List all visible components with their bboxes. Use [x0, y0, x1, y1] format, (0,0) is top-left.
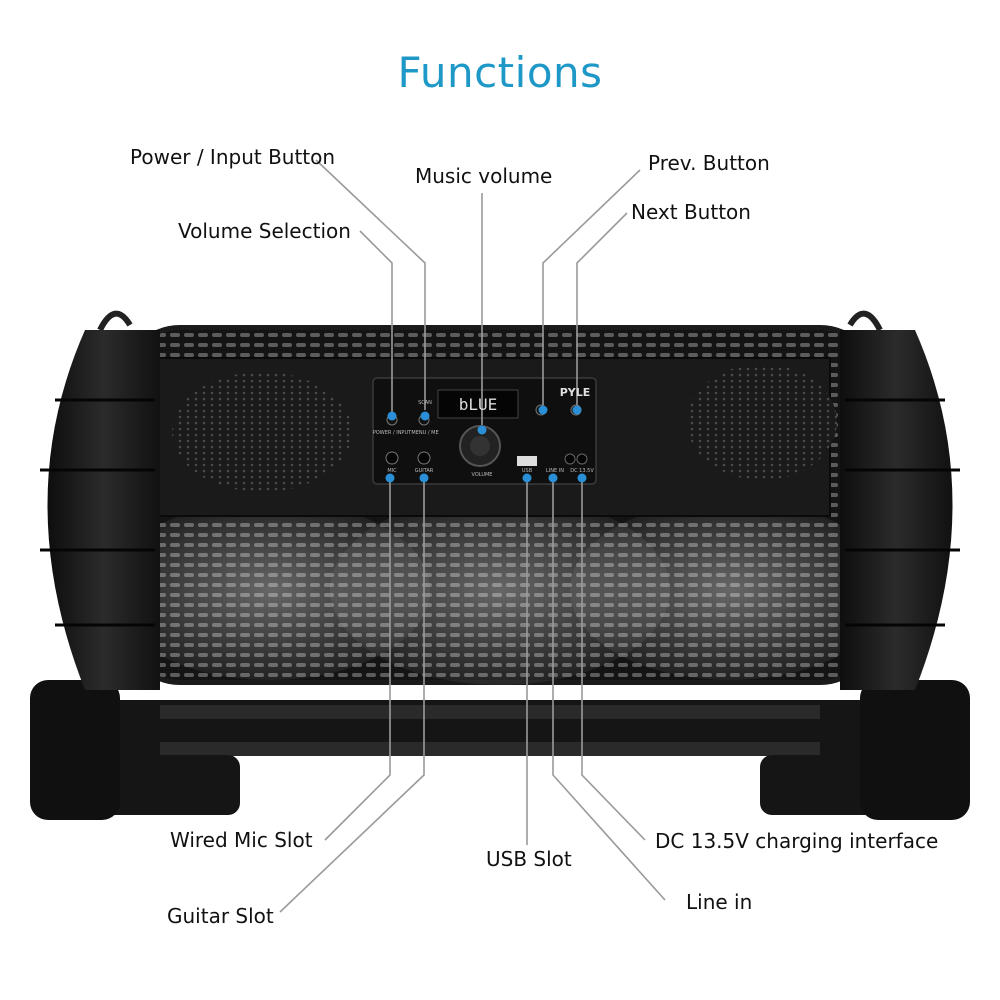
guitar-jack[interactable]: [417, 451, 431, 465]
label-guitar-slot: Guitar Slot: [167, 904, 274, 928]
right-end-cap: [840, 330, 953, 690]
marker-guitar: [419, 473, 429, 483]
left-tweeter-grille: [172, 372, 352, 492]
label-line-in: Line in: [686, 890, 753, 914]
label-usb-slot: USB Slot: [486, 847, 572, 871]
label-next-button: Next Button: [631, 200, 751, 224]
label-dc-charging-interface: DC 13.5V charging interface: [655, 829, 939, 853]
stand-frame: [30, 680, 970, 820]
marker-usb: [522, 473, 532, 483]
callout-markers: [385, 405, 587, 483]
panel-label-usb: USB: [522, 468, 533, 474]
label-power-input-button: Power / Input Button: [130, 145, 336, 169]
marker-line-in: [548, 473, 558, 483]
label-wired-mic-slot: Wired Mic Slot: [170, 828, 313, 852]
page-title: Functions: [397, 48, 603, 97]
marker-volume-selection: [387, 411, 397, 421]
marker-power-input: [420, 411, 430, 421]
line-in-jack[interactable]: [564, 453, 576, 465]
panel-label-menu: MENU / ME: [411, 430, 438, 436]
mic-jack[interactable]: [385, 451, 399, 465]
label-prev-button: Prev. Button: [648, 151, 770, 175]
strap-loop-left: [97, 310, 133, 332]
led-display-text: bLUE: [459, 395, 498, 414]
led-display: [437, 389, 519, 419]
marker-music-volume: [477, 425, 487, 435]
right-tweeter-grille: [687, 364, 837, 480]
panel-label-volume: VOLUME: [472, 472, 493, 478]
left-end-cap: [47, 330, 160, 690]
panel-label-power: POWER / INPUT: [373, 430, 412, 436]
leader-lines: [279, 159, 666, 913]
panel-label-line-in: LINE IN: [546, 468, 564, 474]
dc-jack[interactable]: [576, 453, 588, 465]
marker-prev: [538, 405, 548, 415]
usb-port[interactable]: [517, 456, 537, 466]
strap-loop-right: [847, 310, 883, 332]
label-volume-selection: Volume Selection: [178, 219, 351, 243]
panel-label-guitar: GUITAR: [415, 468, 434, 474]
brand-logo: PYLE: [560, 386, 591, 399]
panel-label-scan: SCAN: [418, 400, 432, 406]
marker-mic: [385, 473, 395, 483]
marker-next: [572, 405, 582, 415]
label-music-volume: Music volume: [415, 164, 553, 188]
marker-dc: [577, 473, 587, 483]
panel-label-mic: MIC: [387, 468, 397, 474]
panel-label-dc: DC 13.5V: [570, 468, 594, 474]
